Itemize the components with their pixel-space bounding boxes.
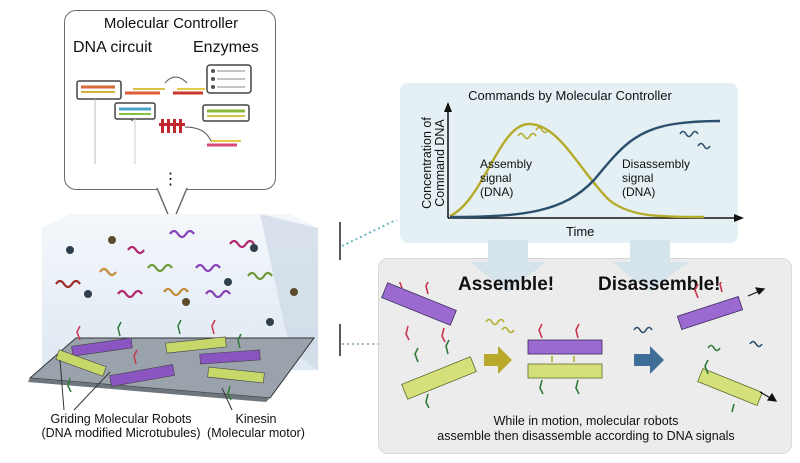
enzymes-label: Enzymes — [193, 39, 259, 56]
disassembly-label-line2: signal — [622, 171, 654, 185]
disassembly-signal-label: Disassembly signal (DNA) — [622, 157, 712, 199]
chart-title: Commands by Molecular Controller — [468, 88, 672, 103]
assembly-label-line2: signal — [480, 171, 512, 185]
assembly-signal-curve — [449, 122, 705, 219]
command-chart — [444, 102, 744, 222]
disassembly-label-line3: (DNA) — [622, 185, 656, 199]
assemble-down-arrow — [470, 240, 546, 292]
kinesin-label-line2: (Molecular motor) — [207, 426, 305, 440]
robots-label: Griding Molecular Robots (DNA modified M… — [26, 412, 216, 440]
dna-circuit-illustration — [76, 64, 252, 164]
assembly-process-illustration — [381, 282, 778, 413]
disassemble-down-arrow — [612, 240, 688, 292]
y-axis-label: Concentration of Command DNA — [420, 107, 447, 219]
controller-title: Molecular Controller — [103, 15, 239, 32]
assembly-dna-icon — [535, 126, 549, 134]
caption-line1: While in motion, molecular robots — [493, 414, 679, 428]
kinesin-label: Kinesin (Molecular motor) — [186, 412, 326, 440]
disassembly-label-line1: Disassembly — [622, 157, 691, 171]
assembly-label-line1: Assembly — [480, 157, 533, 171]
disassemble-heading: Disassemble! — [598, 274, 721, 295]
assemble-heading: Assemble! — [458, 274, 555, 295]
assembly-label-line3: (DNA) — [480, 185, 514, 199]
ellipsis-more: ⋮ — [162, 171, 180, 188]
robots-label-line1: Griding Molecular Robots — [50, 412, 192, 426]
robots-label-line2: (DNA modified Microtubules) — [41, 426, 201, 440]
disassembly-dna-icon — [697, 142, 711, 150]
disassembly-signal-curve — [449, 119, 721, 219]
y-axis-arrow — [444, 102, 452, 112]
blue-step-arrow — [634, 346, 664, 374]
x-axis-arrow — [734, 214, 744, 222]
zoom-connectors — [339, 220, 399, 356]
kinesin-label-line1: Kinesin — [235, 412, 277, 426]
assembly-dna-icon — [517, 132, 537, 140]
dna-circuit-label: DNA circuit — [73, 39, 153, 56]
assembly-signal-label: Assembly signal (DNA) — [480, 157, 556, 199]
command-arrows — [470, 240, 688, 292]
disassembly-dna-icon — [679, 130, 699, 138]
x-axis-label: Time — [566, 224, 595, 239]
assembly-panel — [378, 258, 792, 454]
reaction-chamber-illustration — [28, 214, 318, 411]
yellow-step-arrow — [484, 346, 512, 374]
caption: While in motion, molecular robots assemb… — [380, 414, 792, 444]
caption-line2: assemble then disassemble according to D… — [437, 429, 735, 443]
molecular-controller-bubble: Molecular Controller DNA circuit Enzymes — [64, 10, 276, 190]
y-axis-label-line2: Command DNA — [433, 119, 447, 207]
